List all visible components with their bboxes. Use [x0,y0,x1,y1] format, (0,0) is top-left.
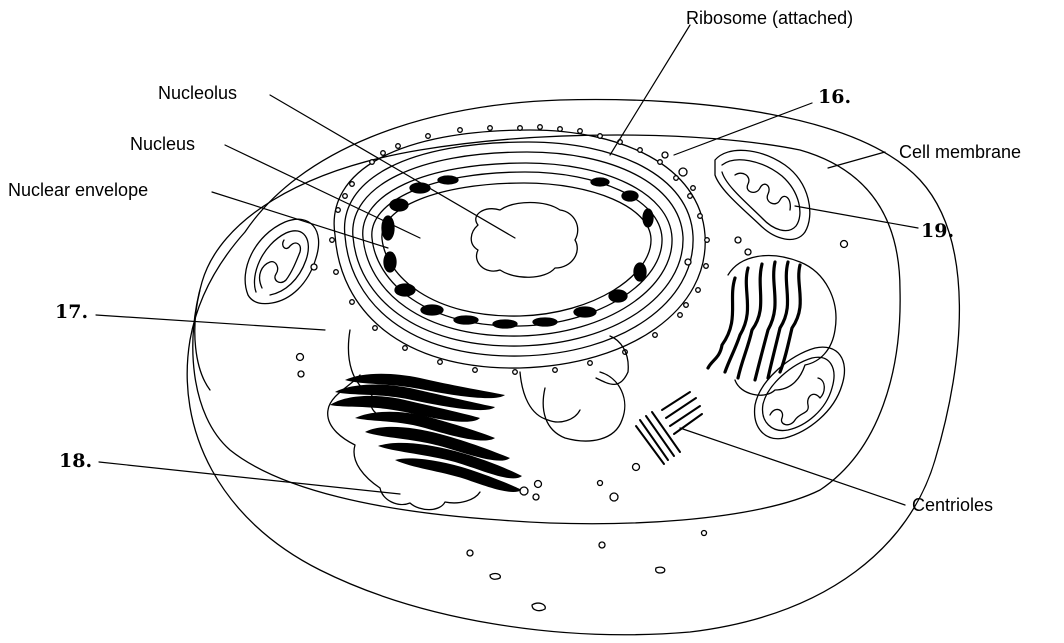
label-cell-membrane: Cell membrane [899,143,1021,161]
label-number-19: 19. [921,222,954,241]
mitochondrion-right-lower [755,347,845,439]
mitochondrion-left [245,219,319,303]
label-number-17: 17. [55,303,88,322]
golgi-apparatus [330,374,522,492]
label-number-16: 16. [818,88,851,107]
label-ribosome: Ribosome (attached) [686,9,853,27]
label-nucleus: Nucleus [130,135,195,153]
cell-membrane-shape [187,99,959,634]
label-nuclear-envelope: Nuclear envelope [8,181,148,199]
label-number-18: 18. [59,452,92,471]
label-centrioles: Centrioles [912,496,993,514]
centrioles-shape [636,392,702,464]
label-nucleolus: Nucleolus [158,84,237,102]
mitochondrion-right-upper [715,150,810,239]
